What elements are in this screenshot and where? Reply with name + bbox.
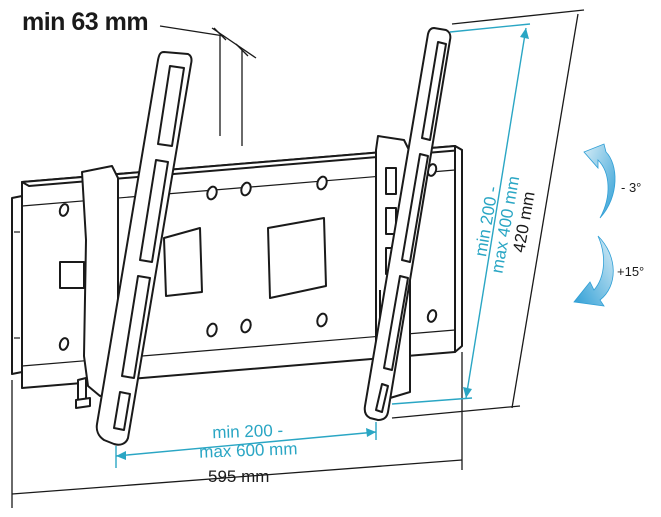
plate-openings (163, 217, 327, 299)
tilt-up-label: - 3° (621, 180, 642, 195)
min-depth-label: min 63 mm (22, 8, 149, 36)
width-label: 595 mm (208, 467, 270, 486)
h-spacing-dimension (115, 422, 377, 468)
depth-dimension (159, 25, 257, 146)
horizontal-spacing-max: max 600 mm (198, 439, 298, 462)
plate-holes (58, 163, 438, 351)
tilt-up-arrow-icon (583, 143, 616, 219)
tilt-down-arrow-icon (573, 235, 614, 307)
left-strap (95, 51, 193, 446)
v-spacing-dimension (391, 23, 531, 405)
height-dimension (391, 9, 585, 419)
tilt-down-label: +15° (617, 264, 645, 279)
left-bracket (59, 165, 119, 409)
right-strap (363, 27, 452, 421)
horizontal-spacing-label: min 200 - max 600 mm (198, 420, 298, 462)
